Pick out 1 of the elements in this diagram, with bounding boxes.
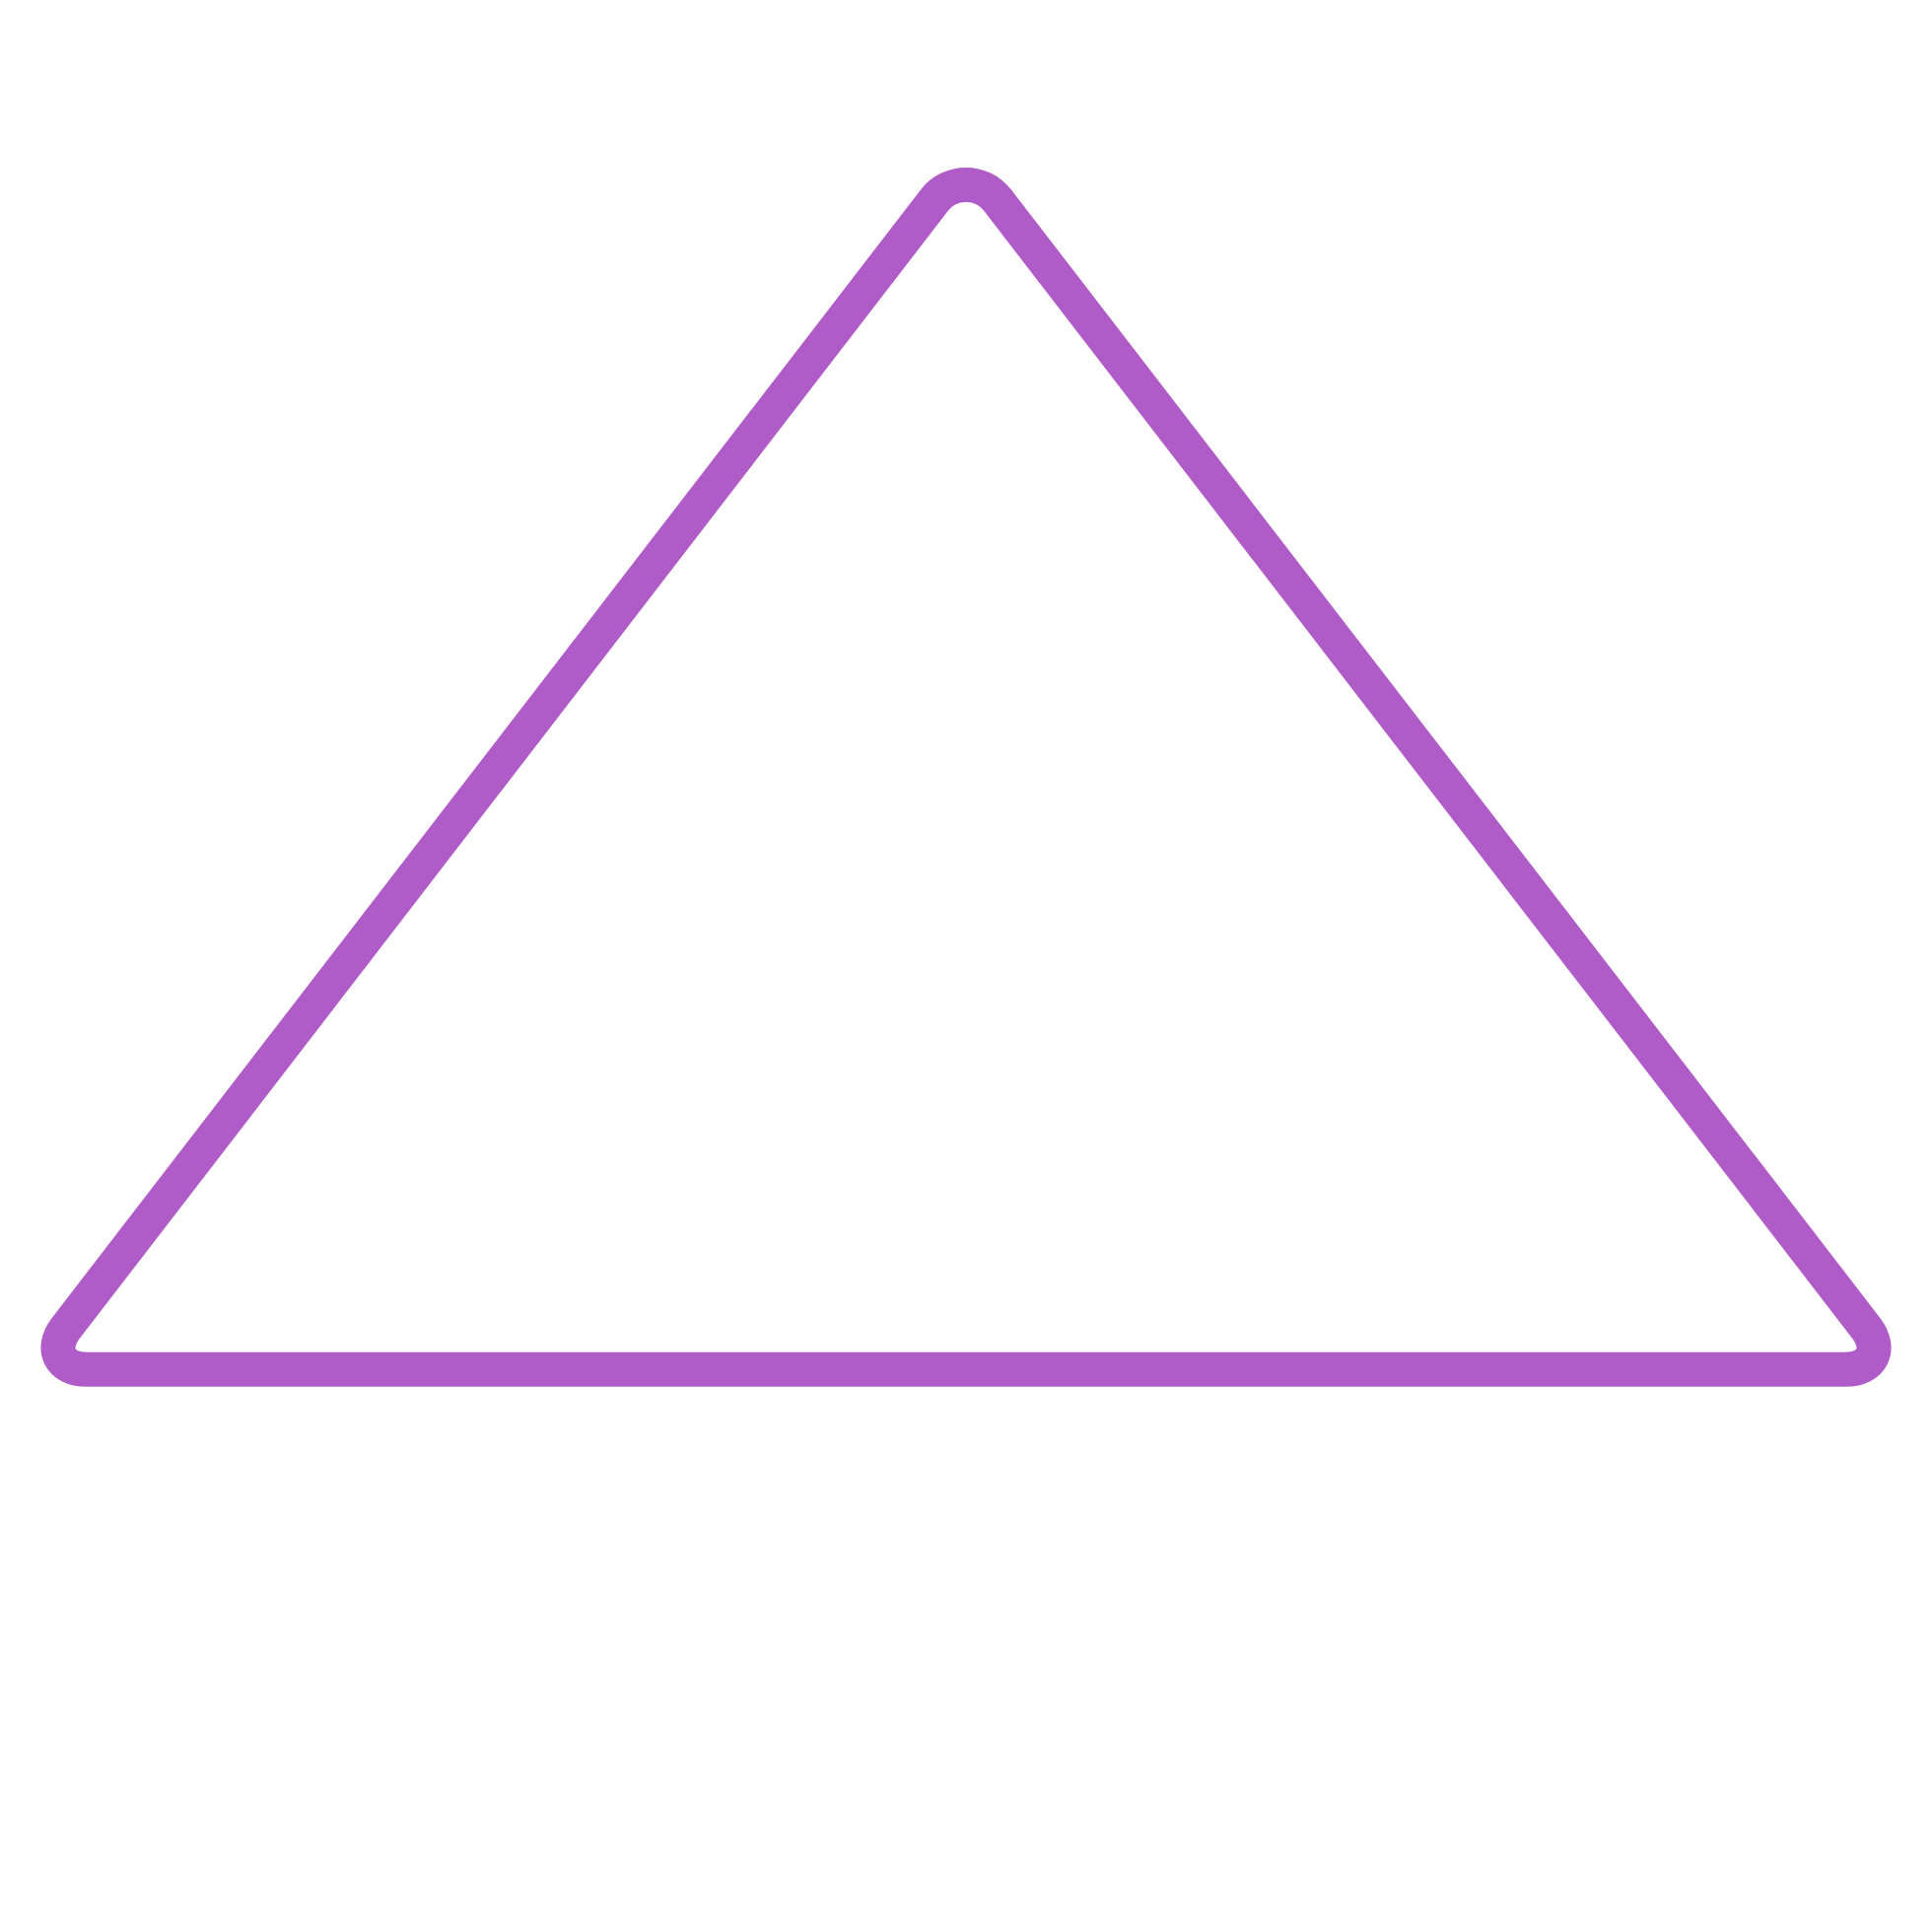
- node-triangle: [40, 168, 1892, 1387]
